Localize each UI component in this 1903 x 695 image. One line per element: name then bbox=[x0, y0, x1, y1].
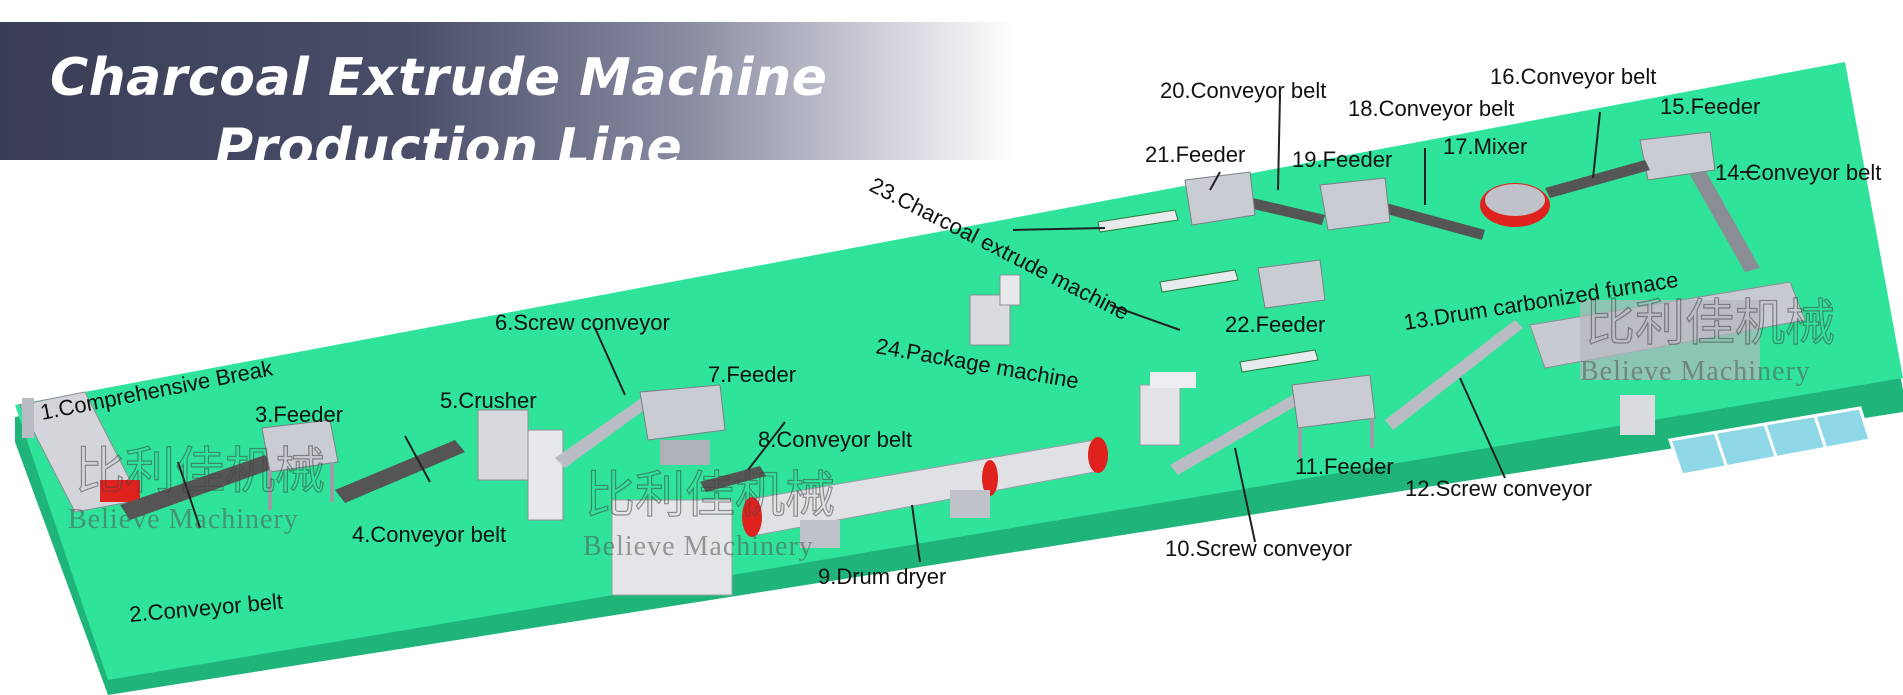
watermark-cn-2: 比利佳机械 bbox=[585, 466, 835, 524]
cooling-pools bbox=[1668, 406, 1872, 477]
conveyor-belt-16 bbox=[1545, 160, 1650, 198]
crusher-5 bbox=[477, 409, 564, 521]
label-14-conveyor-belt: 14.Conveyor belt bbox=[1715, 160, 1881, 185]
conveyor-belt-8 bbox=[700, 466, 766, 492]
label-5-crusher: 5.Crusher bbox=[440, 388, 537, 413]
package-machine-24 bbox=[969, 274, 1021, 346]
label-8-conveyor-belt: 8.Conveyor belt bbox=[758, 427, 912, 452]
label-3-feeder: 3.Feeder bbox=[255, 402, 343, 427]
screw-conveyor-10 bbox=[1170, 385, 1318, 475]
drum-dryer-9 bbox=[611, 437, 1108, 596]
charcoal-extrude-machines-23 bbox=[1097, 209, 1319, 373]
label-19-feeder: 19.Feeder bbox=[1292, 147, 1392, 172]
label-18-conveyor-belt: 18.Conveyor belt bbox=[1348, 96, 1514, 121]
watermark-en-1: Believe Machinery bbox=[68, 504, 299, 535]
feeder-19 bbox=[1319, 177, 1391, 231]
leader-lines bbox=[177, 94, 1758, 563]
conveyor-belt-18 bbox=[1372, 200, 1485, 240]
mixer-17 bbox=[1480, 183, 1550, 227]
screw-conveyor-6 bbox=[555, 392, 658, 468]
drum-carbonized-furnace-13 bbox=[1529, 281, 1806, 435]
feeder-21 bbox=[1184, 171, 1256, 226]
conveyor-belt-20 bbox=[1236, 195, 1325, 225]
label-9-drum-dryer: 9.Drum dryer bbox=[818, 564, 946, 589]
watermark-cn-1: 比利佳机械 bbox=[75, 442, 325, 500]
label-20-conveyor-belt: 20.Conveyor belt bbox=[1160, 78, 1326, 103]
label-16-conveyor-belt: 16.Conveyor belt bbox=[1490, 64, 1656, 89]
watermark-en-2: Believe Machinery bbox=[583, 531, 814, 562]
label-7-feeder: 7.Feeder bbox=[708, 362, 796, 387]
comprehensive-break-machine bbox=[19, 391, 141, 513]
label-22-feeder: 22.Feeder bbox=[1225, 312, 1325, 337]
title-banner: Charcoal Extrude Machine Production Line bbox=[0, 22, 1015, 178]
cyclone bbox=[1139, 372, 1196, 446]
conveyor-belt-4 bbox=[335, 440, 465, 503]
label-11-feeder: 11.Feeder bbox=[1295, 454, 1394, 479]
label-4-conveyor-belt: 4.Conveyor belt bbox=[352, 522, 506, 547]
title-line-2: Production Line bbox=[215, 118, 683, 178]
label-21-feeder: 21.Feeder bbox=[1145, 142, 1245, 167]
feeder-3 bbox=[261, 419, 339, 510]
label-15-feeder: 15.Feeder bbox=[1660, 94, 1760, 119]
conveyor-belt-2 bbox=[120, 455, 275, 520]
screw-conveyor-12 bbox=[1385, 320, 1523, 430]
watermark-cn-3: 比利佳机械 bbox=[1585, 294, 1835, 352]
label-10-screw-conveyor: 10.Screw conveyor bbox=[1165, 536, 1352, 561]
label-12-screw-conveyor: 12.Screw conveyor bbox=[1405, 476, 1592, 501]
watermarks: 比利佳机械 Believe Machinery 比利佳机械 Believe Ma… bbox=[68, 293, 1836, 562]
conveyor-belt-14 bbox=[1690, 170, 1760, 272]
title-line-1: Charcoal Extrude Machine bbox=[50, 48, 828, 108]
feeder-22 bbox=[1257, 259, 1326, 309]
feeder-7 bbox=[639, 384, 726, 465]
feeder-11 bbox=[1291, 374, 1376, 458]
watermark-en-3: Believe Machinery bbox=[1580, 356, 1811, 387]
label-17-mixer: 17.Mixer bbox=[1443, 134, 1527, 159]
label-6-screw-conveyor: 6.Screw conveyor bbox=[495, 310, 670, 335]
